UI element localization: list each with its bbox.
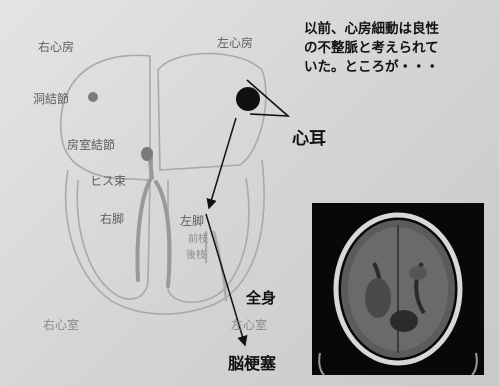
description-text: 以前、心房細動は良性 の不整脈と考えられて いた。ところが・・・ bbox=[304, 20, 499, 77]
sinus-node-dot bbox=[88, 92, 98, 102]
posterior-branch-path bbox=[214, 232, 226, 300]
brain-ct-illustration bbox=[312, 203, 484, 375]
label-left-bundle: 左脚 bbox=[180, 212, 204, 229]
left-ventricle-outline bbox=[168, 178, 249, 302]
label-left-atrium: 左心房 bbox=[217, 34, 253, 51]
av-node-dot bbox=[141, 147, 153, 161]
label-right-bundle: 右脚 bbox=[100, 210, 124, 227]
label-av-node: 房室結節 bbox=[67, 136, 115, 153]
description-line-3: いた。ところが・・・ bbox=[304, 58, 499, 77]
label-right-ventricle: 右心室 bbox=[43, 316, 79, 333]
label-atrial-appendage: 心耳 bbox=[292, 124, 326, 149]
left-atrium-outline bbox=[158, 54, 266, 171]
label-sinus-node: 洞結節 bbox=[33, 90, 69, 107]
label-right-atrium: 右心房 bbox=[38, 38, 74, 55]
ct-scan-image bbox=[312, 203, 484, 375]
label-posterior-branch: 後枝 bbox=[186, 250, 206, 262]
thrombus-dot bbox=[236, 87, 260, 111]
description-line-2: の不整脈と考えられて bbox=[304, 39, 499, 58]
description-line-1: 以前、心房細動は良性 bbox=[304, 20, 499, 39]
label-cerebral-infarction: 脳梗塞 bbox=[228, 350, 276, 374]
label-anterior-branch: 前枝 bbox=[188, 234, 208, 246]
label-whole-body: 全身 bbox=[246, 287, 276, 308]
label-left-ventricle: 左心室 bbox=[231, 316, 267, 333]
label-his-bundle: ヒス束 bbox=[90, 172, 126, 189]
right-atrium-outline bbox=[61, 55, 150, 180]
arrow-to-left-ventricle bbox=[209, 118, 236, 208]
his-bundle-path bbox=[150, 160, 152, 178]
